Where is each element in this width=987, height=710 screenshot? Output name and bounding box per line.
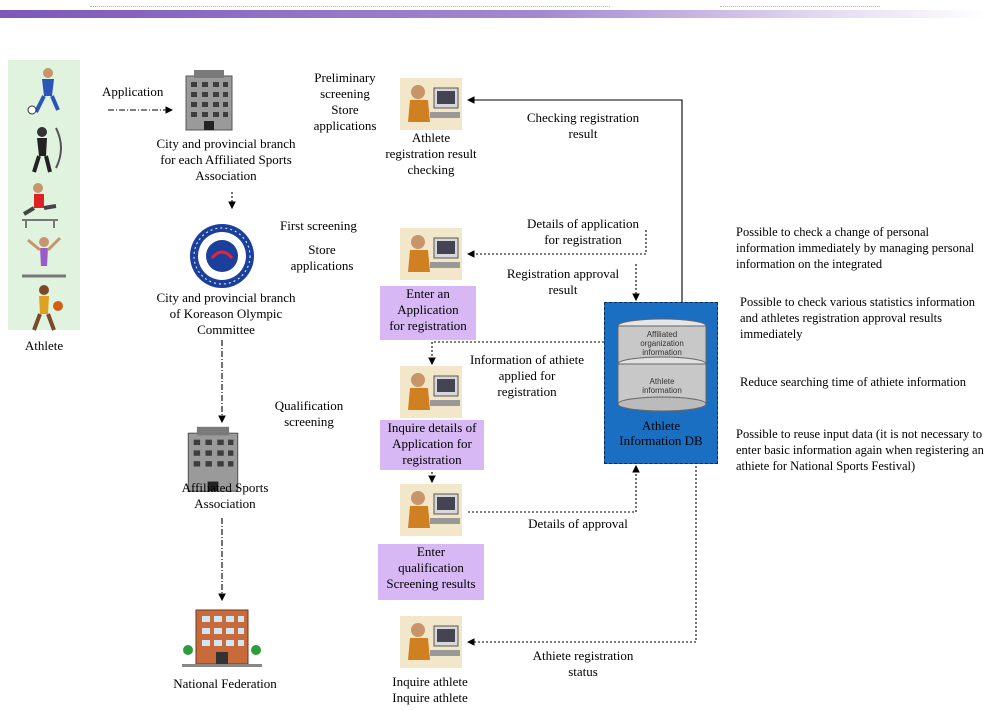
note-item: Reduce searching time of athiete informa… (740, 375, 966, 389)
city-branch-assoc-label: City and provincial branch for each Affi… (156, 136, 296, 183)
athlete-label: Athlete (24, 338, 64, 353)
archer-icon (32, 127, 62, 173)
header-dotted-line (90, 0, 610, 7)
hurdler-icon (22, 183, 58, 228)
db-segment-top-label: Affiliated organization information (640, 330, 684, 357)
edge-registration-status (466, 466, 697, 646)
affiliated-assoc-label: Affiliated Sports Association (181, 480, 269, 511)
enter-application-box: Enter an Application for registration (380, 286, 476, 340)
olympic-committee-emblem-icon (190, 224, 254, 288)
note-item: Possible to check various statistics inf… (740, 295, 976, 341)
federation-building-icon (182, 609, 262, 667)
federation-label: National Federation (173, 676, 277, 691)
edge-label-preliminary: Preliminary screening Store applications (313, 70, 377, 133)
person-at-computer-icon (400, 484, 462, 536)
edge-info-applied (428, 341, 604, 366)
edge-label-qualification: Qualification screening (274, 398, 344, 429)
gymnast-icon (22, 236, 66, 278)
edge-label-store-applications: Store applications (290, 242, 354, 273)
athlete-check-label: Athlete registration result checking (385, 130, 477, 177)
note-item: Possible to reuse input data (it is not … (736, 427, 984, 473)
edge-label-registration-status: Athiete registration status (532, 648, 634, 679)
edge-label-checking-result: Checking registration result (526, 110, 640, 141)
note-item: Possible to check a change of personal i… (736, 225, 975, 271)
enter-qualification-box: Enter qualification Screening results (378, 544, 484, 600)
city-branch-koc-label: City and provincial branch of Koreason O… (156, 290, 296, 337)
edge-details-application (466, 230, 647, 258)
edge-checking-result (466, 96, 683, 302)
person-at-computer-icon (400, 366, 462, 418)
inquire-details-box: Inquire details of Application for regis… (380, 420, 484, 470)
header-dotted-line-right (720, 0, 880, 7)
person-at-computer-icon (400, 616, 462, 668)
edge-label-first-screening: First screening (280, 218, 357, 233)
db-name-label: Athlete Information DB (619, 418, 703, 448)
edge-label-application: Application (102, 84, 164, 99)
person-at-computer-icon (400, 78, 462, 130)
edge-label-approval-result: Registration approval result (506, 266, 620, 297)
edge-label-info-applied: Information of athiete applied for regis… (469, 352, 585, 399)
office-building-icon (185, 70, 233, 131)
edge-details-approval (468, 464, 640, 513)
association-building-icon (187, 426, 239, 492)
header-gradient-bar (0, 10, 987, 18)
edge-label-details-application: Details of application for registration (527, 216, 639, 247)
inquire-athlete-label: Inquire athlete Inquire athlete (392, 674, 468, 705)
db-segment-bottom-label: Athlete information (642, 377, 682, 395)
soccer-player-icon (27, 68, 60, 115)
basketball-player-icon (32, 285, 63, 331)
database-cylinder-icon (617, 318, 707, 412)
person-at-computer-icon (400, 228, 462, 280)
edge-label-details-approval: Details of approval (528, 516, 628, 531)
